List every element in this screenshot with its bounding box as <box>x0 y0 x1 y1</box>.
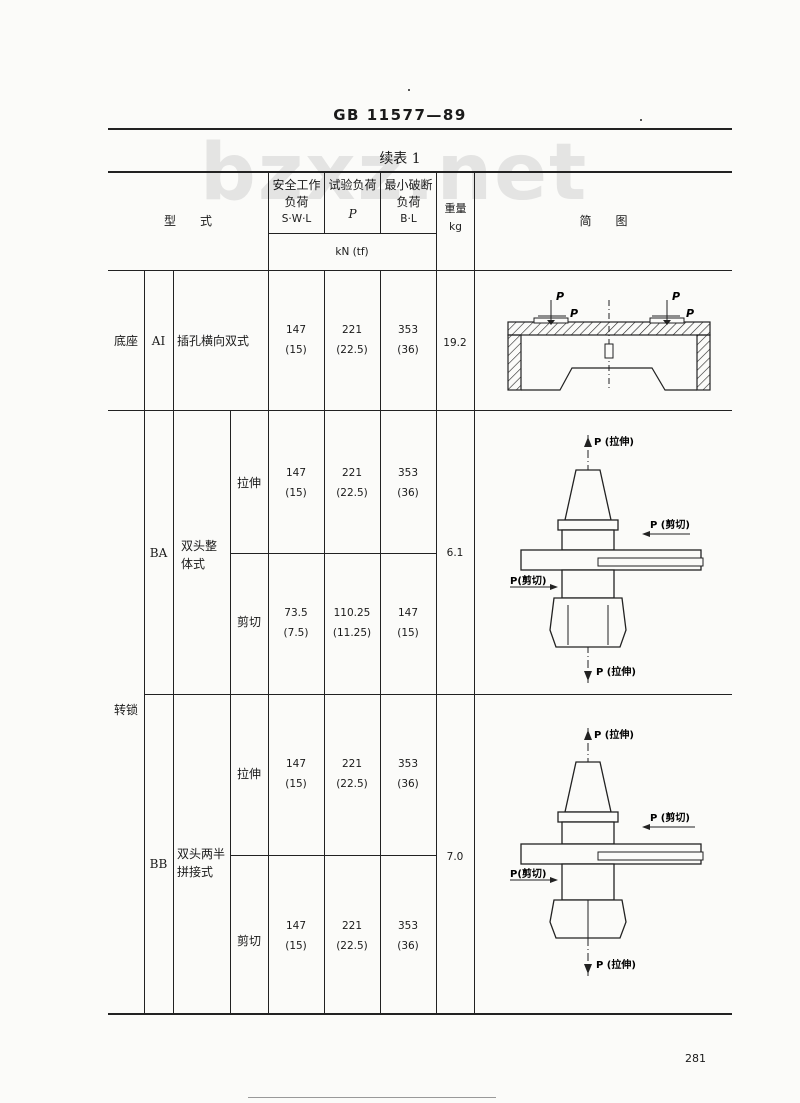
label-p: P <box>570 307 578 320</box>
ba-weight: 6.1 <box>446 547 464 559</box>
col-diagram-header: 简 图 <box>579 214 628 228</box>
label-shear: P(剪切) <box>510 574 546 587</box>
ba-tension-break: 353(36) <box>397 467 419 499</box>
ai-test: 221(22.5) <box>336 324 368 356</box>
bottom-edge-line <box>248 1097 496 1098</box>
bb-shear-break: 353(36) <box>397 920 419 952</box>
bb-tension-label: 拉伸 <box>236 767 261 781</box>
twistlock-ba-diagram: P (拉伸) P (剪切) P(剪切) P (拉伸) <box>510 435 704 683</box>
col-test-load-header: 试验负荷 P <box>328 178 377 221</box>
table-title: 续表 1 <box>379 151 421 167</box>
twistlock-bb-diagram: P (拉伸) P (剪切) P(剪切) P (拉伸) <box>510 728 704 978</box>
label-shear: P (剪切) <box>650 518 690 531</box>
bb-shear-label: 剪切 <box>236 934 261 948</box>
bb-shear-swl: 147(15) <box>285 920 307 952</box>
category-base: 底座 <box>113 334 138 348</box>
label-p: P <box>556 290 564 303</box>
code-ai: AI <box>151 334 166 348</box>
bb-weight: 7.0 <box>446 851 464 863</box>
label-shear: P(剪切) <box>510 867 546 880</box>
name-ba: 双头整体式 <box>181 539 218 571</box>
unit-label: kN (tf) <box>335 246 369 258</box>
ba-shear-break: 147(15) <box>397 607 419 639</box>
base-ai-diagram: P P P P <box>507 290 711 391</box>
bb-tension-test: 221(22.5) <box>336 758 368 790</box>
col-swl-header: 安全工作负荷 S·W·L <box>272 178 321 225</box>
label-p: P <box>686 307 694 320</box>
label-tension: P (拉伸) <box>596 665 636 678</box>
label-tension: P (拉伸) <box>594 728 634 741</box>
speck <box>640 119 642 121</box>
code-bb: BB <box>149 857 168 871</box>
ba-shear-swl: 73.5(7.5) <box>283 607 309 639</box>
standard-code: GB 11577—89 <box>333 106 467 124</box>
col-min-breaking-header: 最小破断负荷 B·L <box>384 178 433 225</box>
name-bb: 双头两半拼接式 <box>177 847 226 879</box>
code-ba: BA <box>149 546 168 560</box>
page-number: 281 <box>685 1052 706 1065</box>
label-p: P <box>672 290 680 303</box>
label-tension: P (拉伸) <box>596 958 636 971</box>
ba-tension-swl: 147(15) <box>285 467 307 499</box>
header-rule <box>108 128 732 130</box>
col-type-header: 型 式 <box>163 214 212 228</box>
label-shear: P (剪切) <box>650 811 690 824</box>
bb-shear-test: 221(22.5) <box>336 920 368 952</box>
name-ai: 插孔横向双式 <box>177 334 250 348</box>
watermark: bzxz.net <box>200 128 589 218</box>
label-tension: P (拉伸) <box>594 435 634 448</box>
ai-break: 353(36) <box>397 324 419 356</box>
speck <box>408 89 410 91</box>
category-twistlock: 转锁 <box>113 703 138 717</box>
col-weight-header: 重量 kg <box>444 202 467 233</box>
ba-shear-test: 110.25(11.25) <box>332 607 372 639</box>
ai-swl: 147(15) <box>285 324 307 356</box>
ba-tension-label: 拉伸 <box>236 476 261 490</box>
ba-shear-label: 剪切 <box>236 615 261 629</box>
bb-tension-break: 353(36) <box>397 758 419 790</box>
bb-tension-swl: 147(15) <box>285 758 307 790</box>
ba-tension-test: 221(22.5) <box>336 467 368 499</box>
ai-weight: 19.2 <box>443 337 467 349</box>
